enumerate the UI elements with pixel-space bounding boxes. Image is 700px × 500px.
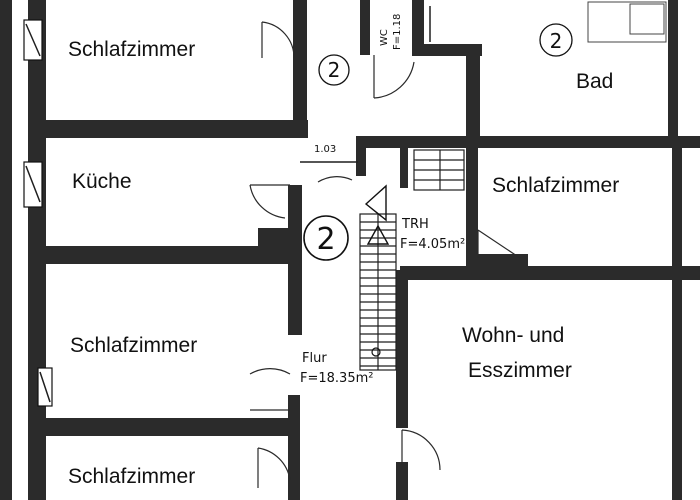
marker-circle-2 <box>539 23 573 57</box>
bedroom-right-bottom <box>478 254 528 266</box>
marker-circle-1 <box>318 54 350 86</box>
right-outer-wall-low <box>672 148 682 278</box>
stair-steps <box>360 221 396 367</box>
marker-number-1: 2 <box>328 58 341 82</box>
wall-h-2 <box>30 246 298 264</box>
stair-area: F=4.05m² <box>400 237 465 252</box>
apartment-markers: 2 2 2 <box>303 23 573 261</box>
wall-v-center-low <box>288 395 300 500</box>
stair-arrow <box>366 224 390 245</box>
door-wc <box>373 55 415 99</box>
stair-top-wall <box>356 136 478 148</box>
stair-inner-left <box>400 148 408 188</box>
room-label-wohn-und: Wohn- und <box>462 324 564 347</box>
marker-number-2: 2 <box>550 29 563 53</box>
window-3-glyph <box>39 371 51 403</box>
marker-number-3: 2 <box>316 222 335 257</box>
right-outer-wall-top <box>668 0 678 148</box>
door-living <box>401 429 441 471</box>
room-label-schlafzimmer-middle: Schlafzimmer <box>70 334 197 357</box>
wall-v-center-mid <box>288 185 302 335</box>
door-bedroom-1 <box>261 21 295 59</box>
wc-left-wall <box>360 0 370 55</box>
wall-v-center-top <box>293 0 307 138</box>
windows-left <box>23 19 53 407</box>
wall-h-3 <box>30 418 298 436</box>
staircase <box>359 149 465 371</box>
doors <box>249 1 667 488</box>
door-bedroom-3 <box>257 447 291 488</box>
kitchen-column <box>258 228 290 258</box>
living-left-wall <box>396 270 408 428</box>
dimension-label: 1.03 <box>314 144 336 155</box>
living-top-wall <box>400 266 700 280</box>
marker-circle-3 <box>303 215 349 261</box>
left-wall-gap <box>12 0 28 500</box>
stair-start-dot <box>371 347 381 357</box>
window-1-glyph <box>25 23 41 57</box>
room-label-schlafzimmer-bottom: Schlafzimmer <box>68 465 195 488</box>
living-right-wall <box>672 266 682 500</box>
room-label-kueche: Küche <box>72 170 132 193</box>
wc-right-wall <box>412 0 424 55</box>
door-stair <box>317 176 353 183</box>
stair-left-wall <box>356 136 366 176</box>
wc-area: F=1.18 <box>392 14 403 50</box>
window-2-glyph <box>25 165 41 203</box>
wc-bottom-wall <box>412 44 482 56</box>
room-label-esszimmer: Esszimmer <box>468 359 572 382</box>
door-kitchen <box>249 184 290 219</box>
stair-arrow-up <box>364 184 387 222</box>
wc-label: WC <box>379 29 390 46</box>
left-wall-outer <box>0 0 12 500</box>
bad-left-wall <box>466 44 480 144</box>
stair-right-wall <box>466 136 478 266</box>
door-bedroom-2 <box>249 368 291 411</box>
wall-h-1 <box>30 120 308 138</box>
bad-fixture-inner <box>629 3 665 35</box>
bad-bottom-wall <box>466 136 700 148</box>
room-label-bad: Bad <box>576 70 613 93</box>
flur-area: F=18.35m² <box>300 371 373 386</box>
living-left-wall-low <box>396 462 408 500</box>
room-label-schlafzimmer-top: Schlafzimmer <box>68 38 195 61</box>
stair-label: TRH <box>401 217 429 232</box>
flur-label: Flur <box>302 351 327 366</box>
door-bedroom-right <box>477 229 521 259</box>
bad-fixture <box>587 1 667 43</box>
room-label-schlafzimmer-right: Schlafzimmer <box>492 174 619 197</box>
